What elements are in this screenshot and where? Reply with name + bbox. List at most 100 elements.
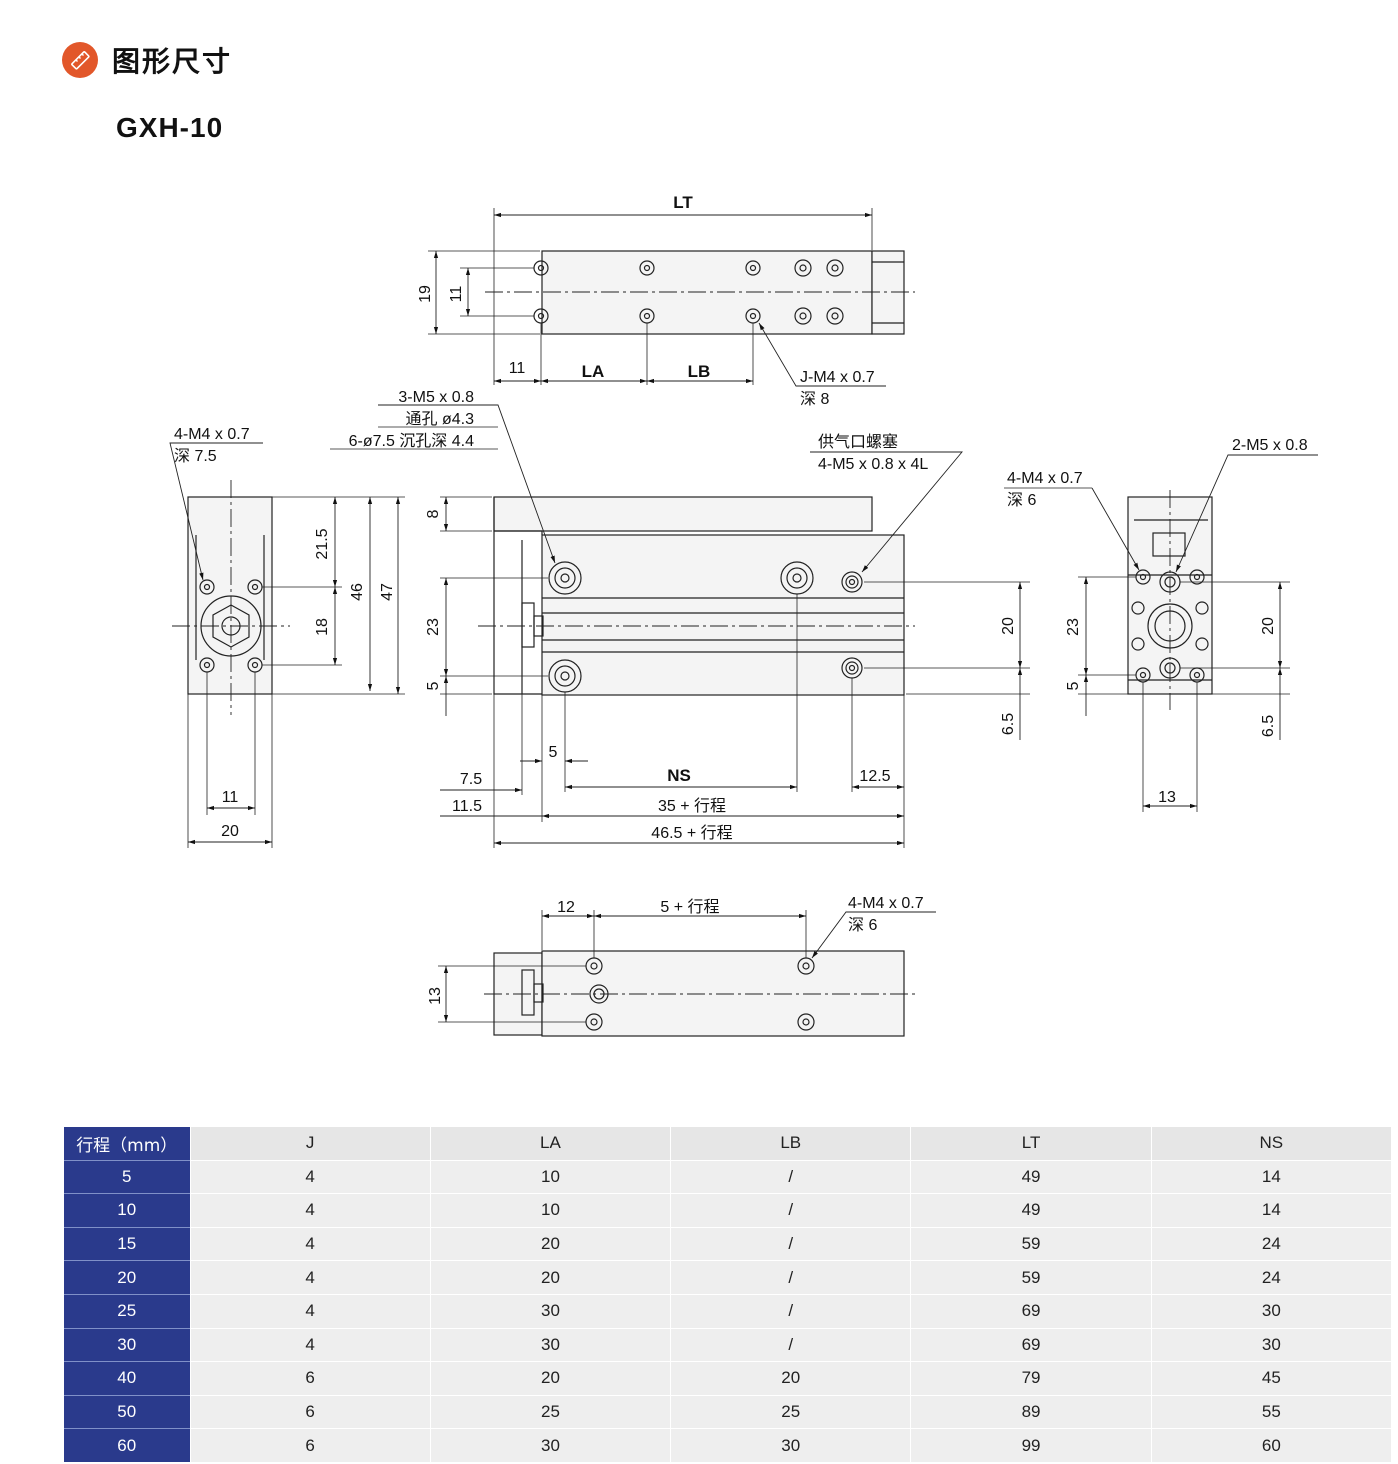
table-row: 10 4 10 / 49 14 [64, 1193, 1393, 1228]
dim-11-left: 11 [222, 789, 239, 806]
cell-stroke: 50 [64, 1394, 191, 1429]
left-view [169, 442, 405, 848]
header-ns: NS [1151, 1127, 1393, 1161]
cell-lt: 69 [910, 1293, 1152, 1329]
cell-stroke: 30 [64, 1327, 191, 1362]
cell-ns: 24 [1151, 1226, 1393, 1261]
cell-ns: 30 [1151, 1327, 1393, 1362]
section-title: 图形尺寸 [112, 45, 233, 78]
cell-stroke: 5 [64, 1159, 191, 1194]
cell-lb: / [670, 1293, 912, 1329]
cell-lt: 69 [910, 1327, 1152, 1362]
table-header-row: 行程（mm） J LA LB LT NS [64, 1127, 1393, 1161]
cell-stroke: 25 [64, 1293, 191, 1329]
dim-35-stroke: 35 + 行程 [658, 797, 726, 815]
table-row: 5 4 10 / 49 14 [64, 1159, 1393, 1194]
cell-stroke: 20 [64, 1260, 191, 1295]
header-j: J [190, 1127, 431, 1161]
cell-lt: 79 [910, 1361, 1152, 1396]
table-row: 15 4 20 / 59 24 [64, 1226, 1393, 1261]
top-view [428, 208, 915, 387]
ruler-icon [62, 42, 98, 78]
cell-lb: / [670, 1159, 912, 1194]
cell-ns: 14 [1151, 1193, 1393, 1228]
cell-lt: 59 [910, 1260, 1152, 1295]
cell-lt: 89 [910, 1394, 1152, 1429]
cell-lt: 49 [910, 1193, 1152, 1228]
cell-ns: 60 [1151, 1428, 1393, 1462]
cell-stroke: 60 [64, 1428, 191, 1462]
dim-46: 46 [349, 583, 366, 601]
cell-j: 6 [190, 1428, 431, 1462]
dim-5-right: 5 [1065, 681, 1082, 690]
cell-j: 4 [190, 1293, 431, 1329]
dim-46-5-stroke: 46.5 + 行程 [651, 824, 732, 842]
bottom-view [438, 910, 936, 1037]
cell-lb: 30 [670, 1428, 912, 1462]
right-thread-note: 4-M4 x 0.7 [1007, 470, 1083, 487]
cell-ns: 55 [1151, 1394, 1393, 1429]
cell-lb: 25 [670, 1394, 912, 1429]
cell-la: 30 [430, 1428, 672, 1462]
bottom-thread-note: 4-M4 x 0.7 [848, 895, 924, 912]
front-note-counterbore: 6-ø7.5 沉孔深 4.4 [349, 432, 474, 450]
header-stroke: 行程（mm） [64, 1127, 191, 1161]
cell-la: 25 [430, 1394, 672, 1429]
cell-lb: / [670, 1327, 912, 1362]
dim-5-stroke: 5 + 行程 [660, 898, 719, 916]
section-header: 图形尺寸 [62, 40, 232, 80]
dimension-table: 行程（mm） J LA LB LT NS 5 4 10 / 49 14 10 4… [64, 1127, 1393, 1462]
header-lt: LT [910, 1127, 1152, 1161]
front-port-note: 供气口螺塞 [818, 433, 898, 451]
cell-lb: / [670, 1260, 912, 1295]
dim-11-h: 11 [509, 360, 526, 377]
cell-lb: / [670, 1193, 912, 1228]
cell-la: 30 [430, 1293, 672, 1329]
dim-la: LA [582, 362, 605, 381]
table-row: 25 4 30 / 69 30 [64, 1293, 1393, 1329]
cell-stroke: 10 [64, 1193, 191, 1228]
cell-j: 4 [190, 1327, 431, 1362]
table-row: 60 6 30 30 99 60 [64, 1428, 1393, 1462]
header-lb: LB [670, 1127, 912, 1161]
cell-ns: 30 [1151, 1293, 1393, 1329]
cell-lb: 20 [670, 1361, 912, 1396]
cell-la: 30 [430, 1327, 672, 1362]
cell-lt: 99 [910, 1428, 1152, 1462]
dim-12-bottom: 12 [557, 899, 575, 916]
cell-lb: / [670, 1226, 912, 1261]
table-row: 50 6 25 25 89 55 [64, 1394, 1393, 1429]
front-note-thread: 3-M5 x 0.8 [398, 389, 474, 406]
front-note-through: 通孔 ø4.3 [406, 410, 475, 428]
dim-lb: LB [688, 362, 711, 381]
dim-6-5-front: 6.5 [1000, 713, 1017, 735]
dim-lt: LT [673, 193, 693, 212]
dim-11-v: 11 [448, 286, 465, 303]
top-thread-note: J-M4 x 0.7 [800, 369, 875, 386]
top-view-holes [533, 259, 844, 325]
table-row: 30 4 30 / 69 30 [64, 1327, 1393, 1362]
dim-12-5: 12.5 [859, 768, 890, 785]
cell-lt: 49 [910, 1159, 1152, 1194]
dim-18: 18 [314, 618, 331, 636]
dim-21-5: 21.5 [314, 528, 331, 559]
dim-5-h: 5 [549, 744, 558, 761]
cell-j: 6 [190, 1361, 431, 1396]
table-row: 40 6 20 20 79 45 [64, 1361, 1393, 1396]
dim-13-bottom: 13 [427, 987, 444, 1005]
front-port-thread: 4-M5 x 0.8 x 4L [818, 456, 928, 473]
cell-ns: 45 [1151, 1361, 1393, 1396]
cell-la: 10 [430, 1193, 672, 1228]
right-depth-note: 深 6 [1007, 491, 1036, 509]
right-view [1004, 454, 1318, 812]
front-view [330, 404, 1030, 848]
cell-stroke: 40 [64, 1361, 191, 1396]
dim-8: 8 [425, 509, 442, 518]
cell-j: 4 [190, 1159, 431, 1194]
cell-lt: 59 [910, 1226, 1152, 1261]
cell-la: 10 [430, 1159, 672, 1194]
dim-11-5: 11.5 [452, 798, 482, 815]
table-row: 20 4 20 / 59 24 [64, 1260, 1393, 1295]
cell-ns: 24 [1151, 1260, 1393, 1295]
cell-la: 20 [430, 1226, 672, 1261]
